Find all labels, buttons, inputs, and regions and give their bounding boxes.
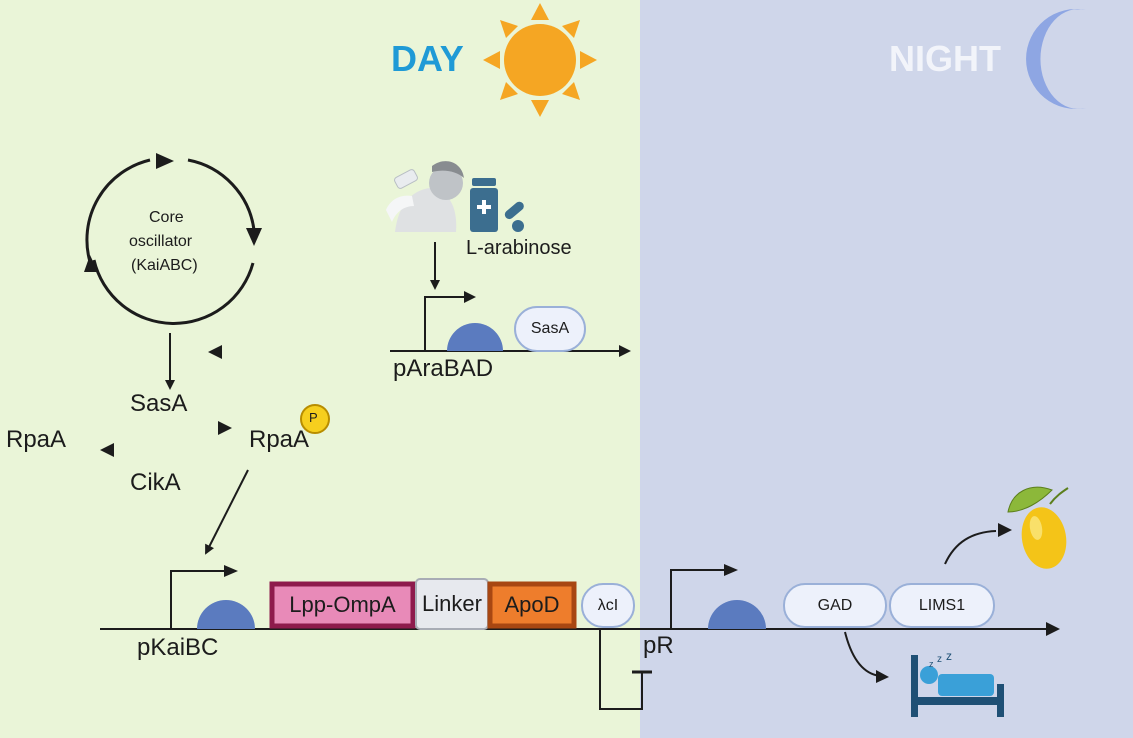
arabad-construct	[390, 291, 631, 357]
reverse-phospho-arrowhead	[100, 443, 114, 457]
pkaibc-label: pKaiBC	[137, 634, 219, 661]
lambda-ci-label: λcI	[597, 596, 619, 614]
gad-to-sleep-arrow	[844, 631, 881, 677]
rpaa-left-label: RpaA	[6, 426, 67, 453]
sasa-label: SasA	[130, 390, 188, 417]
lemon-icon	[1007, 486, 1069, 569]
pills-icon	[504, 201, 524, 232]
arabad-promoter-label: pAraBAD	[393, 355, 494, 382]
medicine-bottle-icon	[470, 178, 498, 232]
oscillator-arrowhead-left	[84, 255, 98, 272]
crescent-moon-icon	[1026, 8, 1086, 110]
sun-icon	[483, 3, 597, 117]
lpp-ompa-label: Lpp-OmpA	[289, 592, 396, 617]
cika-label: CikA	[130, 469, 181, 496]
apod-label: ApoD	[504, 592, 560, 617]
oscillator-arrowhead-top	[156, 153, 174, 169]
oscillator-cycle-arrows	[85, 158, 256, 325]
inducer-label: L-arabinose	[466, 237, 572, 259]
night-header: NIGHT	[889, 38, 1001, 79]
arabad-gene-label: SasA	[530, 320, 570, 337]
gad-to-sleep-arrowhead	[876, 670, 889, 683]
rpaa-right-label: RpaA	[249, 426, 310, 453]
lims1-to-lemon-arrow	[944, 530, 997, 565]
linker-label: Linker	[422, 591, 482, 616]
person-drinking-icon	[386, 161, 464, 232]
svg-text:z: z	[929, 659, 934, 669]
pr-label: pR	[643, 632, 674, 659]
oscillator-label-line3: (KaiABC)	[131, 257, 198, 274]
oscillator-arrowhead-right	[246, 228, 262, 246]
lims1-label: LIMS1	[918, 596, 966, 614]
svg-text:z: z	[946, 649, 952, 663]
phospho-label: P	[309, 410, 318, 425]
main-operon-construct	[100, 564, 1060, 710]
oscillator-label-line2: oscillator	[129, 233, 193, 250]
rpaa-to-pkaibc-arrow	[205, 469, 249, 555]
phospho-badge	[300, 404, 330, 434]
arabad-left-arrowhead	[208, 345, 222, 359]
gad-label: GAD	[817, 596, 853, 614]
oscillator-label-line1: Core	[149, 209, 184, 226]
svg-text:z: z	[937, 654, 942, 665]
lims1-to-lemon-arrowhead	[998, 523, 1012, 537]
forward-phospho-arrowhead	[218, 421, 232, 435]
day-header: DAY	[391, 38, 464, 79]
sleeping-bed-icon: z z z	[911, 649, 1004, 717]
